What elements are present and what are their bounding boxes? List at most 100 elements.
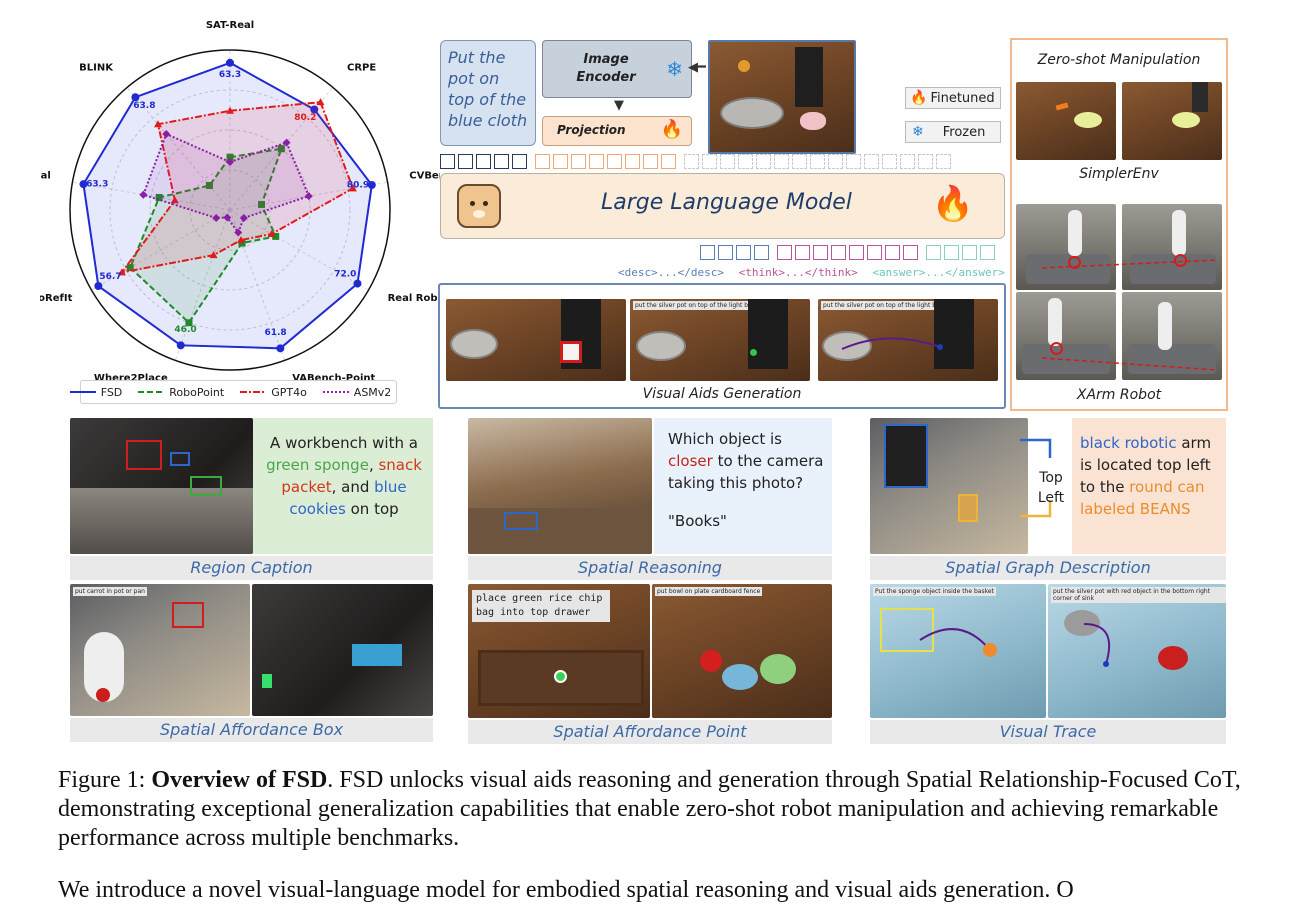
spatial-reasoning-image: [468, 418, 652, 554]
affordance-point-image-2: put bowl on plate cardboard fence: [652, 584, 832, 718]
body-text-next-line: We introduce a novel visual-language mod…: [58, 877, 1074, 903]
point-robopoint-3: [272, 232, 280, 240]
affordance-point-image-1: place green rice chip bag into top drawe…: [468, 584, 650, 718]
finetuned-legend: 🔥 Finetuned: [905, 87, 1001, 109]
legend-fsd: FSD: [69, 385, 123, 399]
fire-icon: 🔥: [660, 119, 683, 140]
grid-ring-1: [149, 129, 311, 291]
visual-aids-image-1: [446, 299, 626, 381]
spatial-graph-text-box: black robotic arm is located top left to…: [1072, 418, 1226, 554]
point-asmv2-8: [162, 130, 171, 139]
figure-caption: Figure 1: Overview of FSD. FSD unlocks v…: [58, 767, 1241, 851]
region-caption-image: [70, 418, 253, 554]
visual-aids-frame: put the silver pot on top of the light b…: [438, 283, 1006, 409]
point-fsd-4: [276, 344, 285, 353]
spatial-reasoning-text-box: Which object is closer to the camera tak…: [654, 418, 832, 554]
point-fsd-1: [310, 105, 319, 114]
affordance-box-label: Spatial Affordance Box: [70, 718, 433, 742]
point-fsd-2: [367, 180, 376, 189]
point-asmv2-5: [223, 213, 232, 222]
value-label-8: 63.8: [133, 101, 155, 111]
series-gpt4o: [119, 101, 355, 274]
point-robopoint-6: [126, 264, 134, 272]
legend-asmv2: ASMv2: [322, 385, 392, 399]
input-robot-image: [708, 40, 856, 154]
visual-aids-caption: Visual Aids Generation: [642, 386, 802, 402]
spatial-graph-connectors: [1020, 438, 1052, 518]
spoke-5: [174, 209, 231, 361]
visual-aids-image-3: put the silver pot on top of the light b…: [818, 299, 998, 381]
spoke-6: [91, 209, 231, 291]
series-asmv2: [142, 132, 311, 235]
point-asmv2-0: [226, 158, 234, 166]
llm-box: Large Language Model 🔥: [440, 173, 1005, 239]
llm-label: Large Language Model: [601, 190, 852, 215]
legend-robopoint: RoboPoint: [138, 385, 225, 399]
instruction-text: Put the pot on top of the blue cloth: [448, 48, 528, 130]
projection-box: Projection 🔥: [542, 116, 692, 146]
encoder-input-arrow-icon: ◀━: [688, 60, 706, 75]
zero-shot-panel: Zero-shot Manipulation SimplerEnv XArm R…: [1010, 38, 1228, 411]
visual-trace-label: Visual Trace: [870, 720, 1226, 744]
point-gpt4o-4: [236, 236, 245, 244]
point-gpt4o-1: [316, 98, 325, 106]
simpler-caption: SimplerEnv: [1079, 166, 1159, 182]
point-asmv2-2: [304, 192, 313, 201]
xarm-image-3: [1016, 292, 1116, 380]
llama-avatar-icon: [457, 184, 501, 228]
output-tags: <desc>...</desc> <think>...</think> <ans…: [618, 266, 1005, 279]
axis-label-8: BLINK: [79, 63, 114, 74]
point-gpt4o-5: [209, 251, 218, 259]
series-robopoint: [129, 147, 283, 325]
value-label-2: 80.9: [347, 180, 369, 190]
simpler-image-2: [1122, 82, 1222, 160]
spoke-8: [126, 87, 231, 211]
snowflake-icon: ❄: [912, 124, 924, 140]
fire-icon: 🔥: [931, 184, 974, 224]
point-asmv2-1: [282, 138, 291, 147]
point-robopoint-7: [155, 193, 163, 201]
axis-label-7: EmbSpatial: [40, 170, 51, 181]
series-fsd: [82, 61, 373, 350]
image-encoder-box: Image Encoder ❄: [542, 40, 692, 98]
zero-shot-title: Zero-shot Manipulation: [1037, 52, 1201, 68]
radar-legend: FSD RoboPoint GPT4o ASMv2: [69, 380, 397, 404]
point-asmv2-7: [139, 190, 148, 199]
point-fsd-0: [226, 58, 234, 67]
affordance-point-label: Spatial Affordance Point: [468, 720, 832, 744]
point-robopoint-8: [205, 181, 213, 189]
axis-label-3: Real Robot: [388, 293, 440, 304]
fire-icon: 🔥: [910, 90, 928, 106]
point-robopoint-4: [238, 239, 246, 247]
point-fsd-7: [79, 180, 88, 189]
point-robopoint-0: [226, 153, 234, 161]
point-robopoint-2: [258, 200, 266, 208]
value-label-3: 72.0: [334, 270, 356, 280]
snowflake-icon: ❄: [666, 57, 683, 81]
radar-series: [79, 58, 376, 353]
axis-label-4: VABench-Point: [292, 373, 375, 384]
spatial-graph-label: Spatial Graph Description: [870, 556, 1226, 580]
projection-label: Projection: [557, 123, 626, 137]
axis-label-1: CRPE: [347, 63, 376, 74]
region-caption-text-box: A workbench with a green sponge, snack p…: [253, 418, 433, 554]
frozen-legend: ❄ Frozen: [905, 121, 1001, 143]
point-gpt4o-3: [267, 230, 276, 237]
xarm-image-2: [1122, 204, 1222, 290]
axis-label-5: Where2Place: [94, 373, 168, 384]
visual-trace-image-2: put the silver pot with red object in th…: [1048, 584, 1226, 718]
point-fsd-3: [353, 279, 362, 288]
affordance-box-image-2: [252, 584, 433, 716]
xarm-caption: XArm Robot: [1076, 387, 1162, 403]
value-label-7: 63.3: [86, 180, 108, 190]
xarm-image-1: [1016, 204, 1116, 290]
xarm-trajectory-lines: [1041, 259, 1218, 371]
point-gpt4o-8: [154, 120, 163, 128]
axis-label-6: RoboRefIt: [40, 293, 73, 304]
image-encoder-label: Image Encoder: [576, 52, 636, 85]
point-fsd-6: [94, 282, 103, 290]
trajectory-line: [841, 337, 943, 350]
token-row-output: [700, 245, 1010, 261]
visual-trace-image-1: Put the sponge object inside the basket: [870, 584, 1046, 718]
